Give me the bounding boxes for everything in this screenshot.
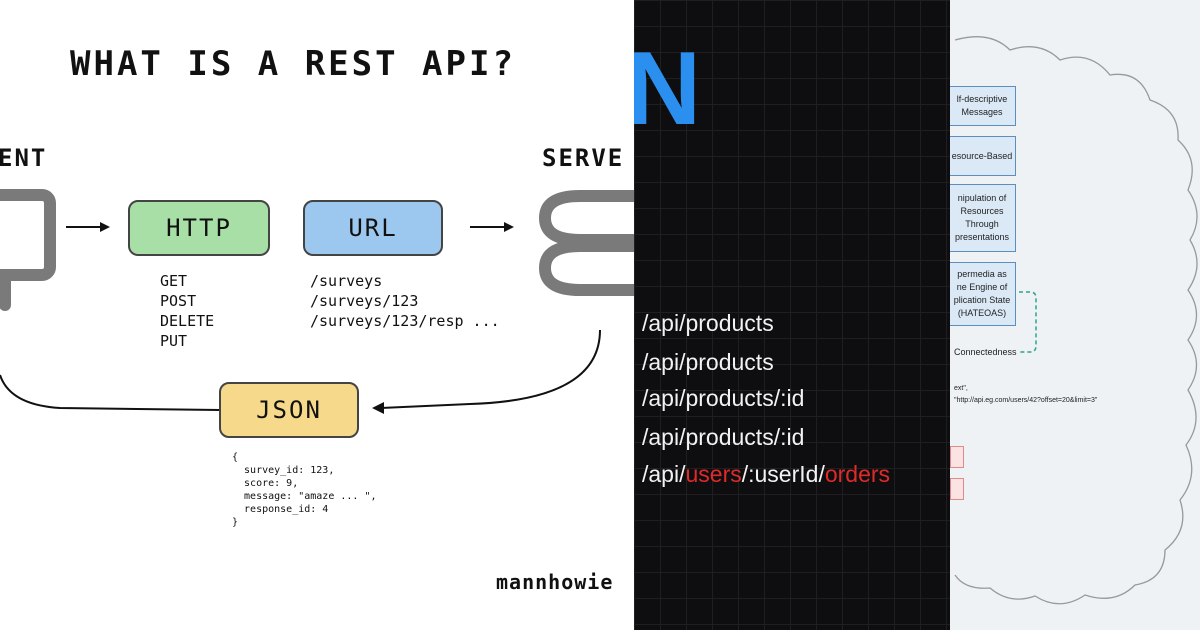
client-label: ENT	[0, 144, 48, 172]
arrow-server-json	[379, 329, 601, 409]
route-segment-highlight: orders	[824, 461, 891, 487]
url-box: URL	[303, 200, 443, 256]
url-item: /surveys/123	[310, 292, 419, 310]
route-line: /api/products/:id	[642, 385, 804, 412]
route-line: /api/products	[642, 310, 774, 337]
route-line: /api/products	[642, 349, 774, 376]
url-list: /surveys /surveys/123 /surveys/123/resp …	[310, 271, 500, 331]
route-segment: /api/products/:id	[642, 385, 805, 411]
hateoas-connector	[1012, 291, 1037, 353]
server-stack-icon	[538, 190, 634, 296]
route-segment: /api/products	[642, 310, 774, 336]
highlight-box	[950, 446, 964, 468]
cloud-outline	[954, 36, 1198, 605]
method-item: GET	[160, 272, 188, 290]
url-item: /surveys	[310, 272, 383, 290]
method-item: POST	[160, 292, 197, 310]
author-signature: mannhowie	[496, 570, 614, 594]
route-segment: /api/products	[642, 349, 774, 375]
constraint-box: esource-Based	[950, 136, 1016, 176]
code-snippet-line: "http://api.eg.com/users/42?offset=20&li…	[954, 397, 1098, 404]
code-snippet-line: ext",	[954, 385, 968, 392]
diagram-arrows	[0, 189, 634, 414]
route-segment: /:userId/	[741, 461, 825, 487]
constraint-box: nipulation of Resources Through presenta…	[950, 184, 1016, 252]
rest-constraints-panel: lf-descriptive Messages esource-Based ni…	[950, 0, 1200, 630]
url-item: /surveys/123/resp ...	[310, 312, 500, 330]
http-methods-list: GET POST DELETE PUT	[160, 271, 214, 351]
server-label: SERVE	[542, 144, 625, 172]
json-box: JSON	[219, 382, 359, 438]
route-line: /api/users/:userId/orders	[642, 461, 890, 488]
route-segment: /api/	[642, 461, 686, 487]
highlight-box	[950, 478, 964, 500]
big-letter: N	[634, 31, 702, 147]
json-body-example: { survey_id: 123, score: 9, message: "am…	[232, 452, 377, 528]
rest-api-diagram-panel: WHAT IS A REST API? ENT SERVE HTTP URL J…	[0, 44, 634, 594]
connectedness-label: Connectedness	[954, 347, 1017, 357]
http-box: HTTP	[128, 200, 270, 256]
method-item: PUT	[160, 332, 188, 350]
client-monitor-icon	[0, 189, 56, 311]
routes-panel: N /api/products /api/products /api/produ…	[634, 0, 950, 630]
diagram-title: WHAT IS A REST API?	[70, 44, 516, 84]
route-line: /api/products/:id	[642, 424, 804, 451]
arrow-json-client	[0, 374, 221, 411]
constraint-box: lf-descriptive Messages	[950, 86, 1016, 126]
route-segment: /api/products/:id	[642, 424, 805, 450]
method-item: DELETE	[160, 312, 215, 330]
constraint-box: permedia as ne Engine of plication State…	[950, 262, 1016, 326]
route-segment-highlight: users	[685, 461, 742, 487]
